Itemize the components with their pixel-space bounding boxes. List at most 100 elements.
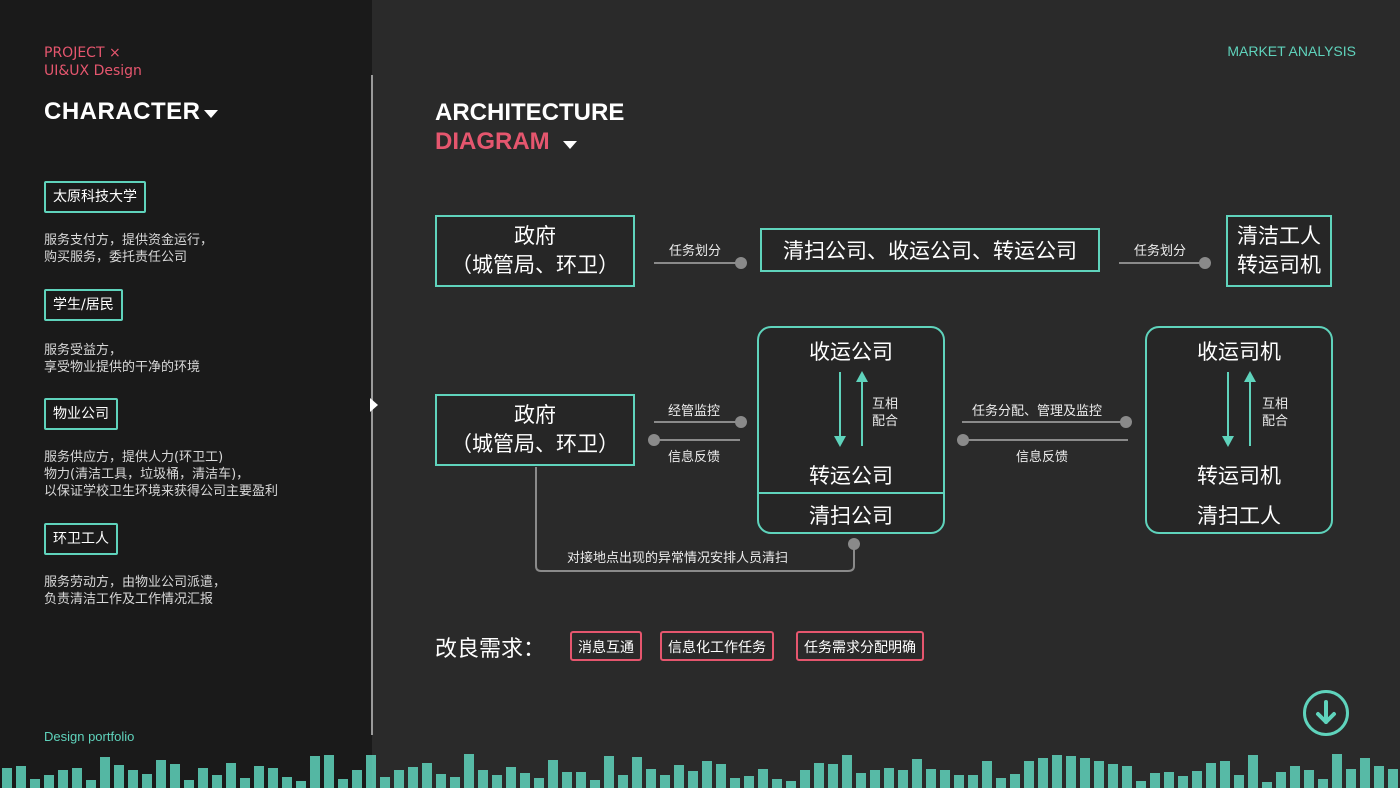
equalizer-bar (16, 766, 26, 788)
equalizer-bar (548, 760, 558, 788)
equalizer-bar (982, 761, 992, 788)
divider-arrow-icon[interactable] (370, 398, 378, 412)
companies-box: 清扫公司、收运公司、转运公司 (760, 228, 1100, 272)
equalizer-bar (632, 757, 642, 788)
equalizer-bar (744, 776, 754, 788)
connector-dot (1199, 257, 1211, 269)
equalizer-bar (30, 779, 40, 788)
diagram-dropdown-icon[interactable] (563, 141, 577, 149)
equalizer-bar (1164, 772, 1174, 788)
equalizer-bar (786, 781, 796, 788)
equalizer-bar (926, 769, 936, 788)
connector-dot (1120, 416, 1132, 428)
equalizer-bar (856, 773, 866, 788)
equalizer-bar (478, 770, 488, 788)
equalizer-bar (254, 766, 264, 788)
architecture-title: ARCHITECTURE (435, 99, 624, 127)
equalizer-bar (142, 774, 152, 788)
mutual-label-1: 互相 配合 (872, 396, 898, 430)
equalizer-bar (1332, 754, 1342, 788)
diagram-title[interactable]: DIAGRAM (435, 128, 550, 156)
equalizer-bar (72, 768, 82, 788)
collect-driver: 收运司机 (1147, 336, 1331, 366)
equalizer-bar (1178, 776, 1188, 788)
equalizer-bar (1024, 761, 1034, 788)
equalizer-bar (772, 779, 782, 788)
requirement-tag: 信息化工作任务 (660, 631, 774, 661)
equalizer-bar (674, 765, 684, 788)
equalizer-bar (100, 757, 110, 788)
equalizer-bar (1052, 755, 1062, 788)
task-division-label-1: 任务划分 (669, 240, 721, 259)
assignment-label: 任务分配、管理及监控 (972, 400, 1102, 419)
equalizer-bar (1136, 781, 1146, 788)
task-division-label-2: 任务划分 (1134, 240, 1186, 259)
equalizer-bar (2, 768, 12, 788)
equalizer-bar (1192, 771, 1202, 788)
equalizer-bar (1290, 766, 1300, 788)
equalizer-bar (128, 770, 138, 788)
equalizer-bar (702, 761, 712, 788)
loop-label: 对接地点出现的异常情况安排人员清扫 (567, 547, 788, 566)
connector-dot (735, 257, 747, 269)
equalizer-bar (842, 755, 852, 788)
equalizer-bar (1248, 755, 1258, 788)
equalizer-bar (534, 778, 544, 788)
equalizer-bar (1276, 772, 1286, 788)
supervision-label: 经管监控 (668, 400, 720, 419)
equalizer-bar (576, 772, 586, 788)
equalizer-bar (1374, 766, 1384, 788)
equalizer-bar (506, 767, 516, 788)
equalizer-bar (464, 754, 474, 788)
equalizer-bar (604, 756, 614, 788)
equalizer-bar (240, 778, 250, 788)
mutual-arrows-2 (1218, 370, 1258, 450)
equalizer-bar (758, 769, 768, 788)
market-analysis-link[interactable]: MARKET ANALYSIS (1227, 43, 1356, 59)
project-line2: UI&UX Design (44, 62, 142, 80)
collect-company: 收运公司 (759, 336, 943, 366)
equalizer-bar (324, 755, 334, 788)
equalizer-bar (1010, 774, 1020, 788)
equalizer-bar (394, 770, 404, 788)
equalizer-bar (1388, 769, 1398, 788)
equalizer-bar (310, 756, 320, 788)
equalizer-bar (86, 780, 96, 788)
mutual-arrows-1 (830, 370, 870, 450)
feedback-label-2: 信息反馈 (1016, 446, 1068, 465)
equalizer-bar (1122, 766, 1132, 788)
cleaning-worker: 清扫工人 (1147, 500, 1331, 530)
equalizer-bar (58, 770, 68, 788)
requirement-tag: 消息互通 (570, 631, 642, 661)
equalizer-bar (422, 763, 432, 788)
equalizer-bar (1038, 758, 1048, 788)
connector-line (654, 262, 736, 264)
role-desc-students: 服务受益方， 享受物业提供的干净的环境 (44, 342, 200, 376)
character-title[interactable]: CHARACTER (44, 98, 201, 126)
download-button[interactable] (1303, 690, 1349, 736)
equalizer-bar (450, 777, 460, 788)
role-tag-workers: 环卫工人 (44, 523, 118, 555)
equalizer-bar (1150, 773, 1160, 788)
equalizer-bar (800, 770, 810, 788)
equalizer-bar (1066, 756, 1076, 788)
arrow-down-circle-icon (1306, 693, 1346, 733)
equalizer-bar (814, 763, 824, 788)
equalizer-bar (520, 773, 530, 788)
equalizer-bar (44, 775, 54, 788)
feedback-label-1: 信息反馈 (668, 446, 720, 465)
transfer-driver: 转运司机 (1147, 460, 1331, 490)
equalizer-bar (408, 767, 418, 788)
equalizer-bar (492, 775, 502, 788)
gov-box-2: 政府 （城管局、环卫） (435, 394, 635, 466)
equalizer-bar (296, 781, 306, 788)
connector-line (963, 439, 1128, 441)
project-line1: PROJECT × (44, 44, 142, 62)
equalizer-bar (898, 770, 908, 788)
character-dropdown-icon[interactable] (204, 110, 218, 118)
role-tag-property: 物业公司 (44, 398, 118, 430)
connector-line (654, 439, 740, 441)
equalizer-bar (660, 775, 670, 788)
equalizer-bar (268, 768, 278, 788)
connector-dot (735, 416, 747, 428)
